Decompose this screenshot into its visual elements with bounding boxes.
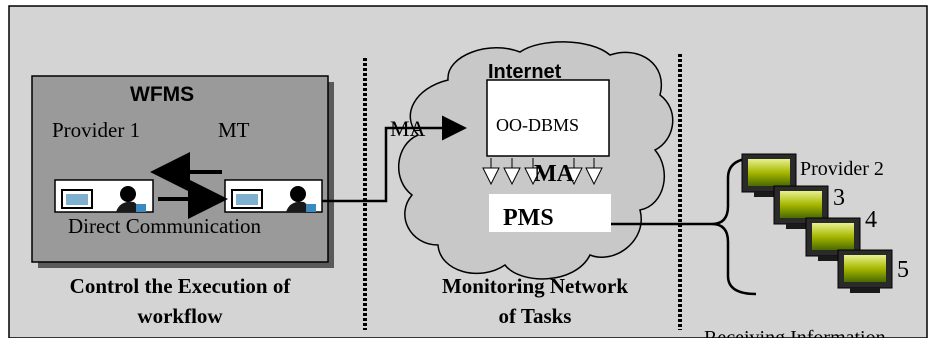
provider2-label-clip: Provider 2 bbox=[800, 156, 910, 178]
wfms-title: WFMS bbox=[130, 83, 195, 106]
ma-label: MA bbox=[534, 161, 574, 187]
oodbms-label: OO-DBMS bbox=[496, 115, 580, 135]
oodbms-to-ma-arrows bbox=[482, 158, 603, 186]
right-caption: Receiving Information bbox=[704, 327, 886, 338]
pms-box bbox=[489, 194, 611, 232]
mt-workstation-icon bbox=[224, 179, 323, 213]
right-caption-clip: Receiving Information bbox=[700, 326, 935, 338]
ma-arrow-label: MA bbox=[390, 116, 426, 141]
provider1-label: Provider 1 bbox=[52, 118, 141, 142]
provider1-workstation-icon bbox=[54, 179, 154, 213]
provider2-label: Provider 2 bbox=[800, 158, 884, 178]
provider5-number: 5 bbox=[897, 257, 909, 283]
mt-to-internet-connector bbox=[322, 115, 467, 203]
provider3-number: 3 bbox=[833, 185, 845, 211]
pms-label: PMS bbox=[503, 205, 554, 231]
center-caption-line1: Monitoring Network bbox=[441, 274, 629, 298]
provider5-monitor-icon bbox=[837, 249, 893, 293]
frame-bottom-white bbox=[0, 338, 935, 344]
providers-brace bbox=[711, 156, 757, 296]
left-caption-line2: workflow bbox=[137, 304, 223, 328]
left-caption-line1: Control the Execution of bbox=[69, 274, 291, 298]
center-caption-line2: of Tasks bbox=[498, 304, 572, 328]
mt-label: MT bbox=[218, 118, 250, 142]
oodbms-box bbox=[486, 79, 610, 157]
internet-title: Internet bbox=[488, 61, 562, 83]
direct-communication-label: Direct Communication bbox=[68, 214, 262, 238]
provider4-number: 4 bbox=[865, 207, 877, 233]
